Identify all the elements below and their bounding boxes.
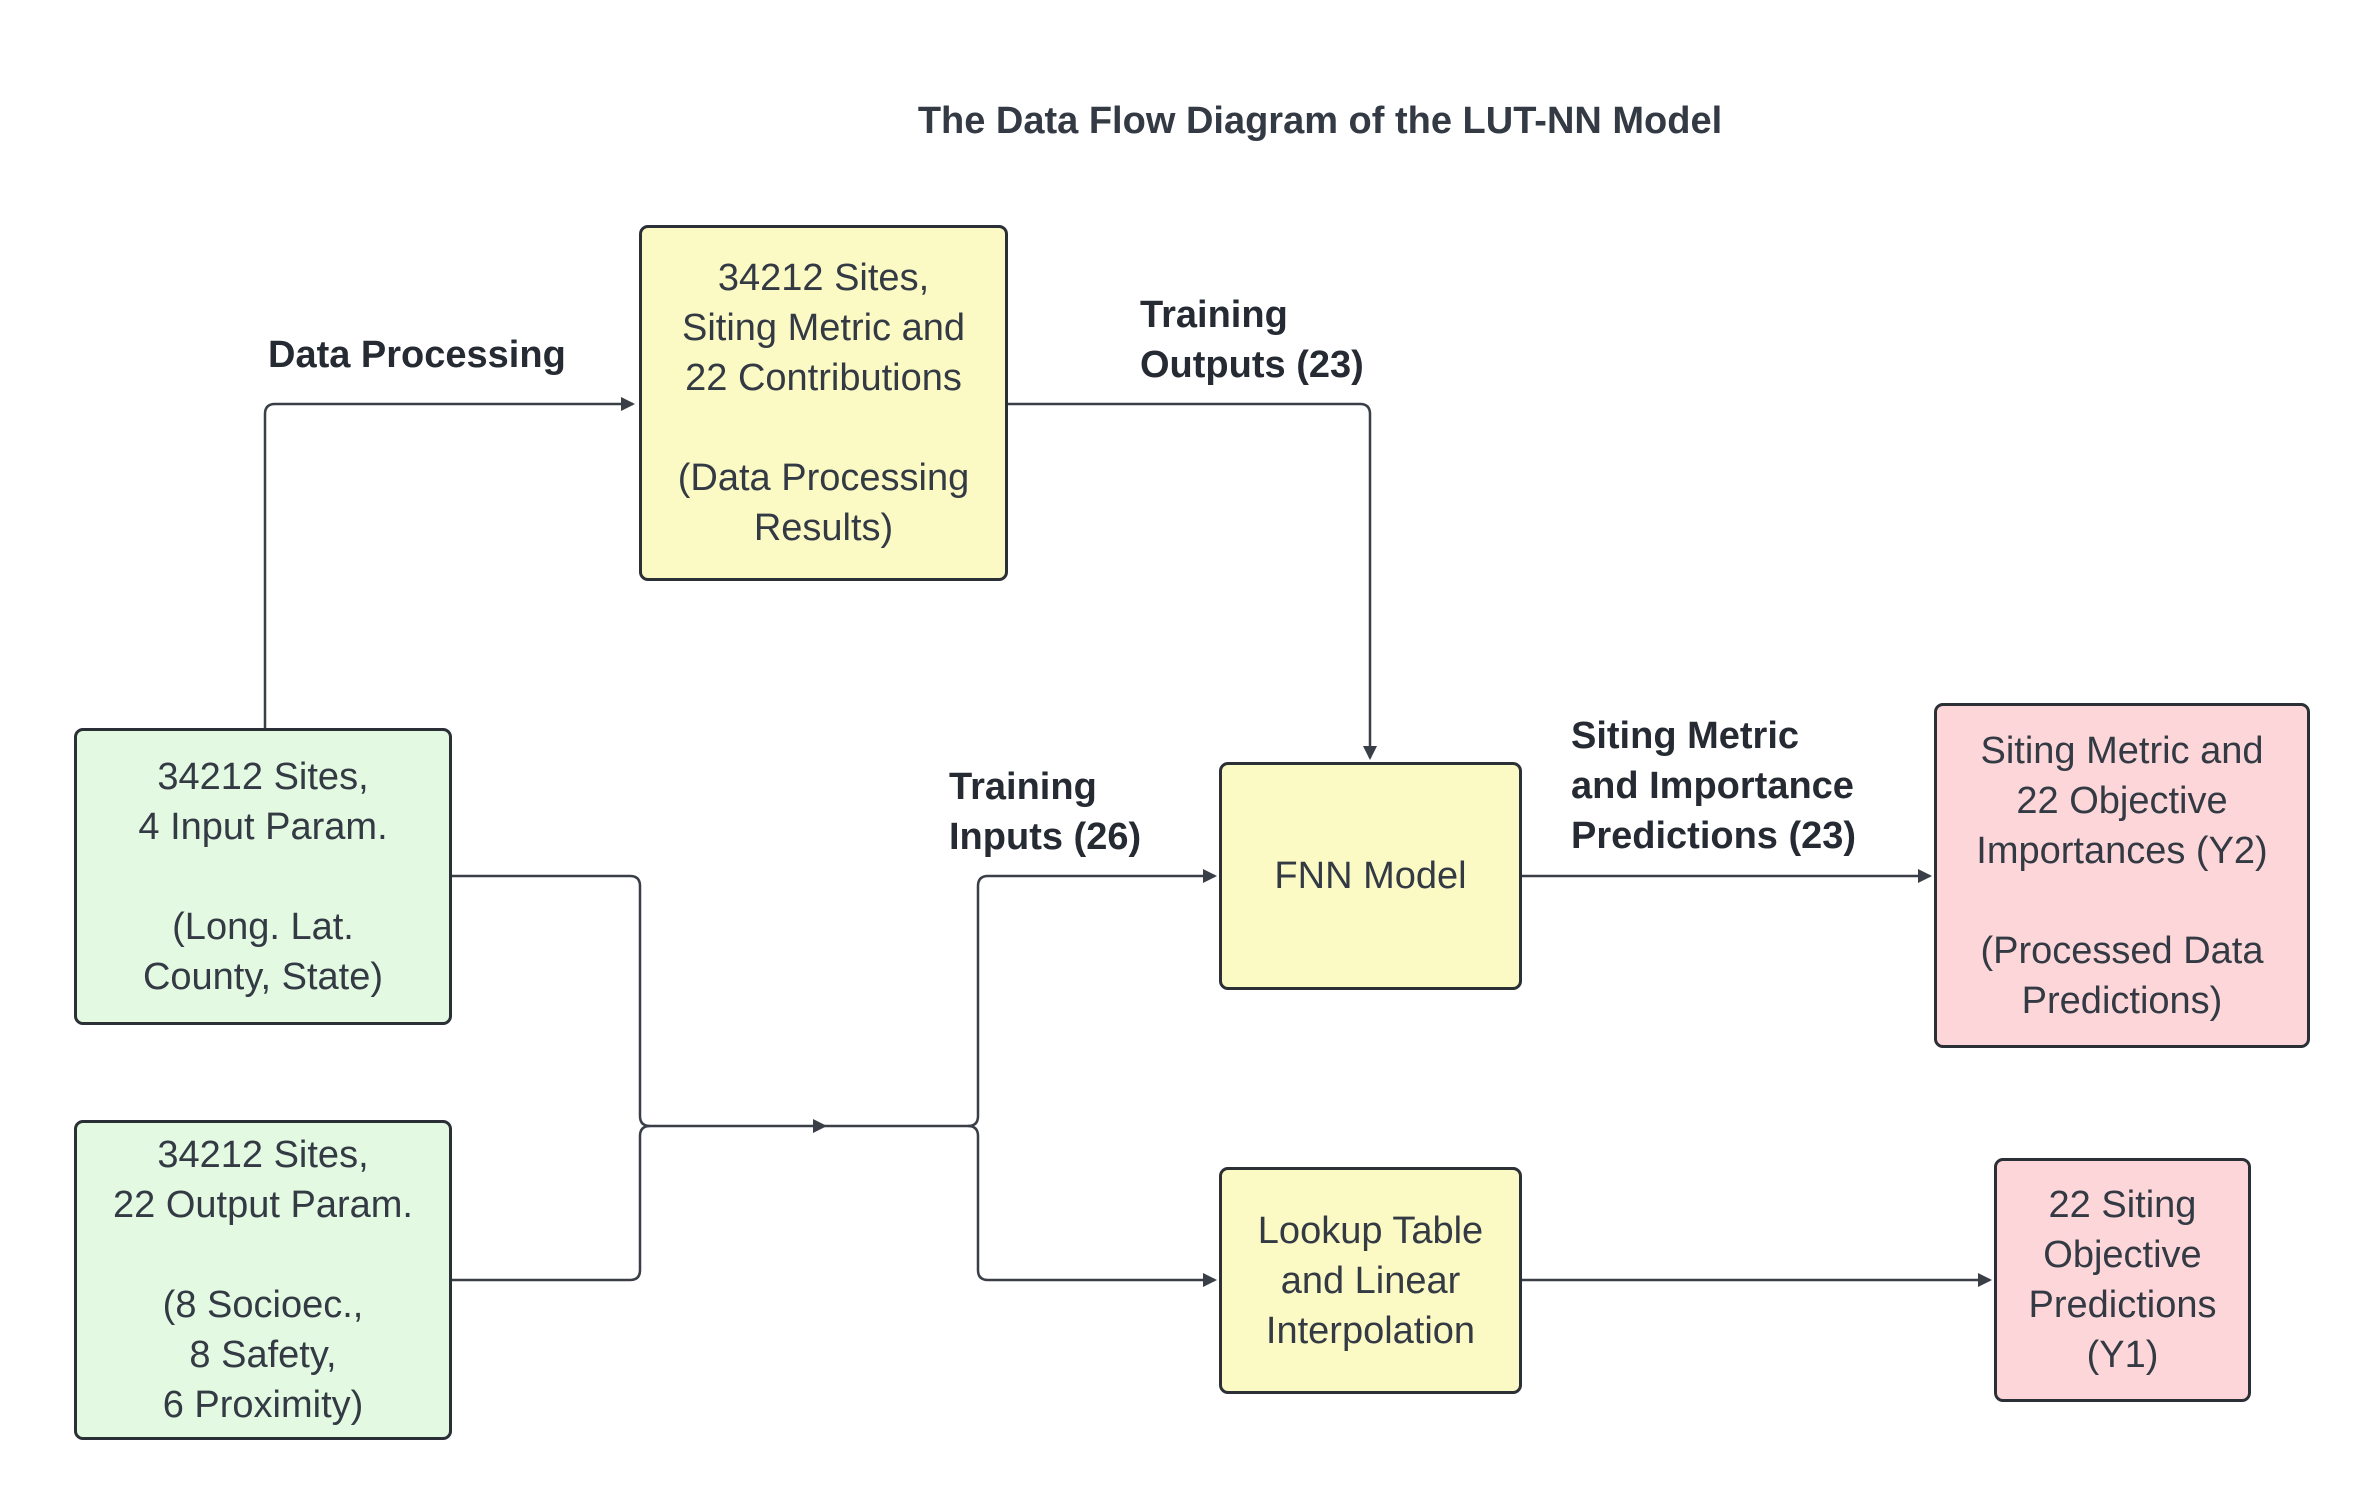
node-input-params: 34212 Sites, 4 Input Param. (Long. Lat. … — [74, 728, 452, 1025]
node-lookup-table: Lookup Table and Linear Interpolation — [1219, 1167, 1522, 1394]
node-processing-results-text: 34212 Sites, Siting Metric and 22 Contri… — [677, 257, 970, 549]
edge-output-merge — [452, 1124, 651, 1282]
label-training-outputs: Training Outputs (23) — [1140, 294, 1364, 386]
node-lookup-table-text: Lookup Table and Linear Interpolation — [1257, 1209, 1484, 1352]
edge-merge-lookup — [967, 1124, 1217, 1287]
node-objective-predictions: 22 Siting Objective Predictions (Y1) — [1994, 1158, 2251, 1402]
node-fnn-model-text: FNN Model — [1274, 855, 1467, 897]
label-data-processing: Data Processing — [268, 334, 566, 376]
node-importances: Siting Metric and 22 Objective Importanc… — [1934, 703, 2310, 1048]
edge-training-outputs — [1008, 402, 1377, 760]
node-output-params-text: 34212 Sites, 22 Output Param. (8 Socioec… — [113, 1134, 413, 1426]
edge-input-merge — [452, 874, 651, 1128]
node-processing-results: 34212 Sites, Siting Metric and 22 Contri… — [639, 225, 1008, 581]
node-importances-text: Siting Metric and 22 Objective Importanc… — [1976, 729, 2268, 1022]
diagram-title: The Data Flow Diagram of the LUT-NN Mode… — [917, 100, 1723, 142]
label-training-inputs: Training Inputs (26) — [949, 766, 1142, 858]
edge-data-processing — [263, 397, 635, 728]
node-objective-predictions-text: 22 Siting Objective Predictions (Y1) — [2028, 1184, 2217, 1376]
node-input-params-text: 34212 Sites, 4 Input Param. (Long. Lat. … — [138, 755, 388, 998]
node-output-params: 34212 Sites, 22 Output Param. (8 Socioec… — [74, 1120, 452, 1440]
edge-training-inputs — [825, 869, 1217, 1128]
label-siting-predictions: Siting Metric and Importance Predictions… — [1571, 715, 1857, 857]
node-fnn-model: FNN Model — [1219, 762, 1522, 990]
